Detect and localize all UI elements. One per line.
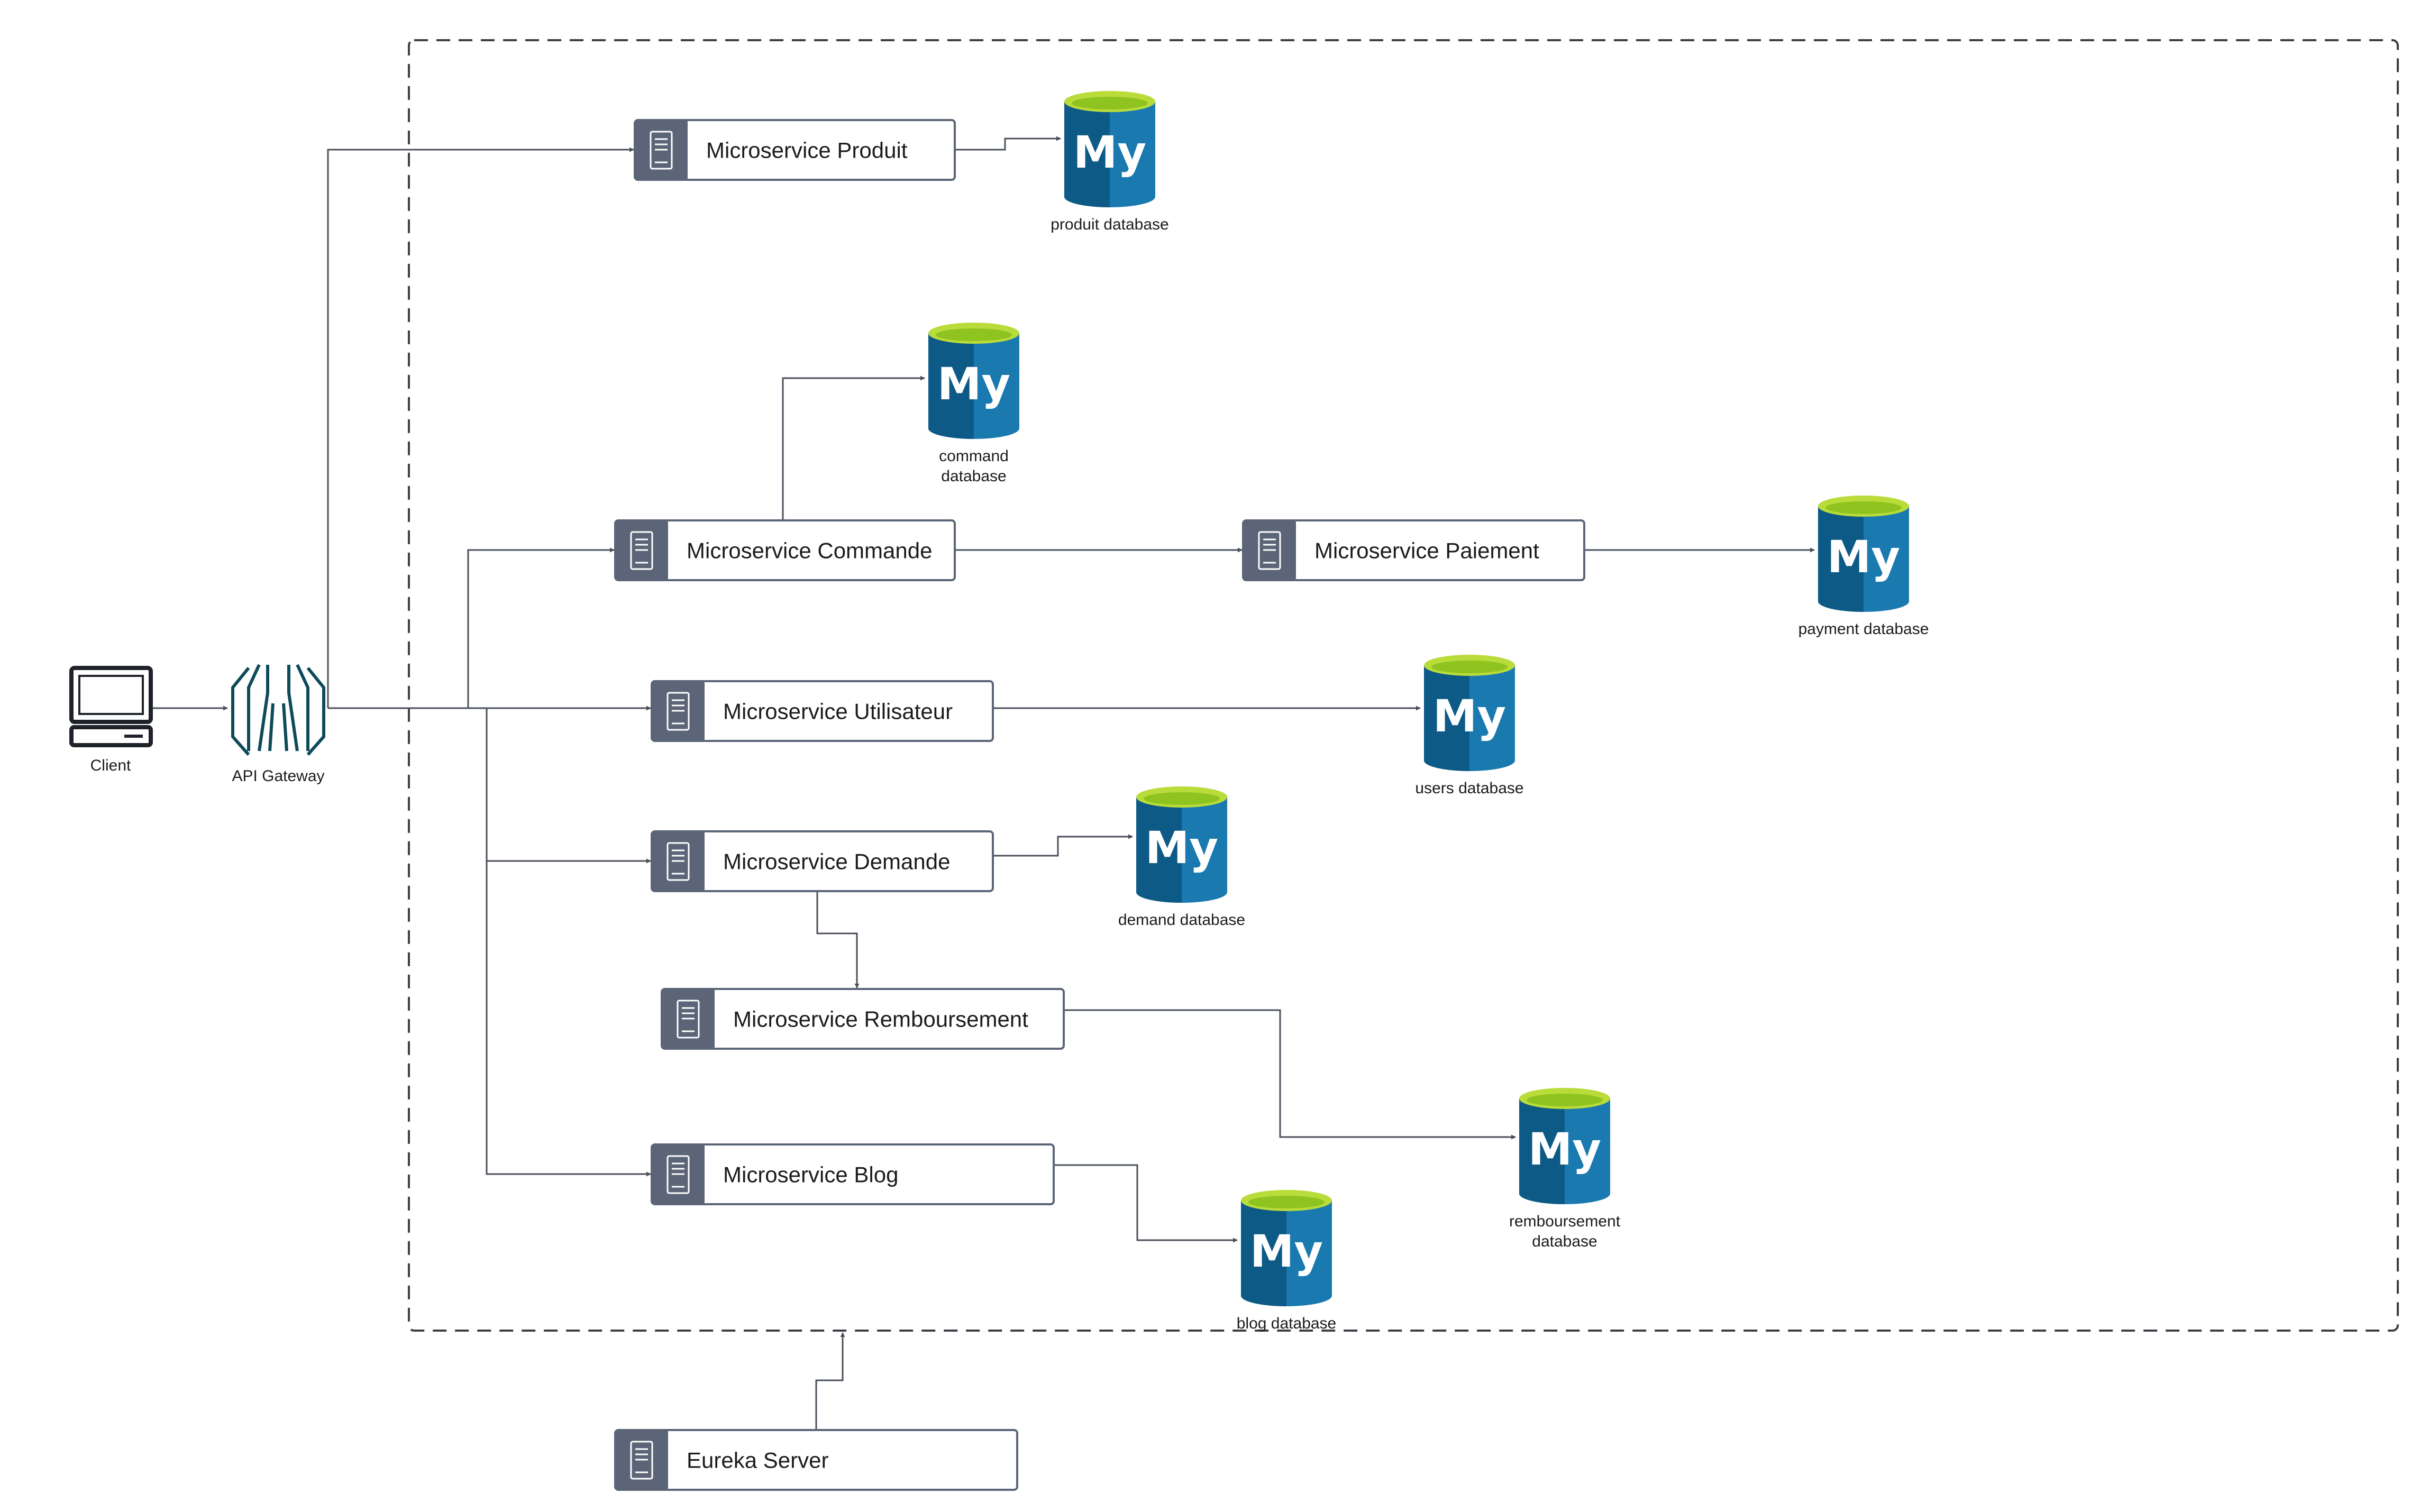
mysql-icon: My xyxy=(1136,786,1227,903)
mysql-logo-text: My xyxy=(1250,1225,1323,1277)
database-label: blog database xyxy=(1237,1315,1337,1332)
mysql-icon: My xyxy=(1519,1088,1610,1204)
edges-layer xyxy=(151,136,1815,1430)
server-icon xyxy=(666,842,690,881)
service-label: Microservice Remboursement xyxy=(733,1007,1028,1032)
database-label: command xyxy=(939,447,1009,465)
mysql-logo-text: My xyxy=(937,358,1010,410)
client-label: Client xyxy=(90,757,131,774)
edge-gateway-to-demande xyxy=(468,707,651,864)
edge-gateway-to-produit xyxy=(327,147,634,708)
service-label: Microservice Utilisateur xyxy=(723,699,953,724)
database-db-blog[interactable]: My blog database xyxy=(1237,1190,1337,1332)
database-label: database xyxy=(941,468,1006,485)
server-icon xyxy=(666,1155,690,1194)
database-label: demand database xyxy=(1118,911,1245,929)
api-gateway-icon xyxy=(231,664,325,756)
edge-demande-to-db-demand xyxy=(993,834,1133,857)
mysql-icon: My xyxy=(1064,91,1155,207)
database-db-users[interactable]: My users database xyxy=(1415,655,1524,797)
mysql-icon: My xyxy=(1241,1190,1332,1306)
edge-eureka-to-cluster-boundary xyxy=(815,1332,845,1430)
edge-demande-to-remboursement xyxy=(816,891,860,988)
mysql-logo-text: My xyxy=(1433,690,1506,742)
mysql-logo-text: My xyxy=(1528,1123,1601,1175)
service-commande[interactable]: Microservice Commande xyxy=(614,519,956,581)
server-icon xyxy=(1258,531,1281,570)
database-db-demand[interactable]: My demand database xyxy=(1118,786,1245,929)
gateway-label: API Gateway xyxy=(232,767,324,785)
mysql-icon: My xyxy=(928,323,1019,439)
edge-blog-to-db-blog xyxy=(1054,1164,1238,1243)
edge-gateway-to-blog xyxy=(486,861,651,1177)
service-remboursement[interactable]: Microservice Remboursement xyxy=(661,988,1065,1050)
database-db-remb[interactable]: My remboursement database xyxy=(1509,1088,1621,1250)
monitor-icon xyxy=(69,666,153,747)
client-node[interactable]: Client xyxy=(69,666,153,774)
edge-commande-to-db-command xyxy=(782,375,925,520)
database-label: database xyxy=(1532,1233,1597,1250)
database-label: users database xyxy=(1415,780,1523,797)
mysql-icon: My xyxy=(1424,655,1515,771)
gateway-node[interactable]: API Gateway xyxy=(231,664,325,785)
service-demande[interactable]: Microservice Demande xyxy=(651,830,994,892)
service-label: Microservice Blog xyxy=(723,1162,898,1187)
server-icon xyxy=(677,1000,700,1039)
server-icon xyxy=(650,131,673,170)
service-label: Microservice Commande xyxy=(687,538,932,563)
server-icon xyxy=(630,1441,653,1480)
mysql-logo-text: My xyxy=(1073,126,1146,178)
mysql-logo-text: My xyxy=(1145,822,1218,874)
service-label: Microservice Demande xyxy=(723,849,950,874)
cluster-boundary xyxy=(408,39,2399,1332)
database-label: produit database xyxy=(1051,216,1169,233)
database-db-produit[interactable]: My produit database xyxy=(1051,91,1169,233)
service-blog[interactable]: Microservice Blog xyxy=(651,1143,1055,1205)
database-db-command[interactable]: My command database xyxy=(928,323,1019,485)
mysql-logo-text: My xyxy=(1827,531,1900,583)
service-produit[interactable]: Microservice Produit xyxy=(634,119,956,181)
database-label: payment database xyxy=(1798,620,1929,638)
service-utilisateur[interactable]: Microservice Utilisateur xyxy=(651,680,994,742)
service-label: Microservice Paiement xyxy=(1314,538,1539,563)
service-paiement[interactable]: Microservice Paiement xyxy=(1242,519,1585,581)
service-eureka[interactable]: Eureka Server xyxy=(614,1429,1018,1491)
server-icon xyxy=(666,692,690,731)
edge-produit-to-db-produit xyxy=(955,136,1061,151)
database-label: remboursement xyxy=(1509,1213,1621,1230)
edge-remboursement-to-db-remb xyxy=(1064,1009,1516,1140)
database-db-payment[interactable]: My payment database xyxy=(1798,496,1929,638)
service-label: Eureka Server xyxy=(687,1448,828,1473)
mysql-icon: My xyxy=(1818,496,1909,612)
server-icon xyxy=(630,531,653,570)
edge-gateway-to-commande xyxy=(328,547,615,709)
service-label: Microservice Produit xyxy=(706,138,908,163)
